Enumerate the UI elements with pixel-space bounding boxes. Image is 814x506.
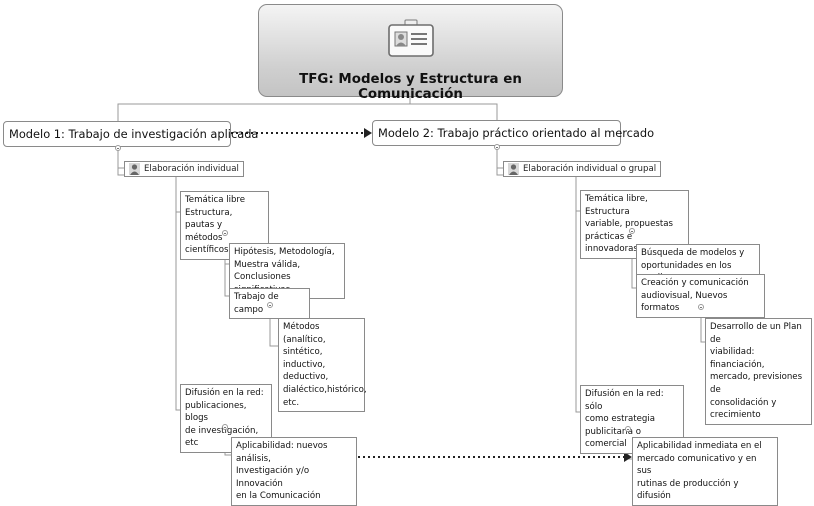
model1-author-node[interactable]: Elaboración individual	[124, 161, 244, 177]
model1-author-label: Elaboración individual	[144, 164, 239, 174]
plan-line-5: crecimiento	[710, 410, 761, 421]
hypothesis-line-1: Hipótesis, Metodología,	[234, 247, 335, 257]
methods-line-5: etc.	[283, 397, 300, 408]
model2-spine-line	[496, 168, 580, 413]
model1-collapse-toggle[interactable]	[115, 145, 121, 151]
fieldwork-node[interactable]: Trabajo de campo	[229, 288, 310, 320]
model2-topic[interactable]: Modelo 2: Trabajo práctico orientado al …	[372, 120, 654, 146]
methods-line-2: sintético, inductivo,	[283, 347, 326, 370]
diffusion1-collapse-toggle[interactable]	[222, 424, 228, 430]
diffusion2-line-2: como estrategia	[585, 414, 656, 425]
plan-node[interactable]: Desarrollo de un Plan de viabilidad: fin…	[705, 318, 812, 425]
apply1-line-1: Aplicabilidad: nuevos análisis,	[236, 441, 328, 464]
model1-applicability-node[interactable]: Aplicabilidad: nuevos análisis, Investig…	[231, 437, 357, 506]
diffusion1-line-1: Difusión en la red:	[185, 388, 264, 398]
apply2-line-1: Aplicabilidad inmediata en el	[637, 441, 762, 451]
fieldwork-collapse-toggle[interactable]	[267, 302, 273, 308]
diffusion1-line-2: publicaciones, blogs	[185, 400, 247, 424]
model2-topic-node[interactable]: Temática libre, Estructura variable, pro…	[580, 190, 689, 259]
model1-title: Modelo 1: Trabajo de investigación aplic…	[9, 127, 259, 141]
topic2-collapse-toggle[interactable]	[629, 228, 635, 234]
person-icon	[129, 163, 140, 175]
plan-line-3: mercado, previsiones de	[710, 372, 803, 395]
hypothesis-line-2: Muestra válida,	[234, 259, 301, 270]
applicability-relation-arrowhead	[624, 452, 632, 462]
creation-collapse-toggle[interactable]	[698, 304, 704, 310]
root-to-model1-line	[117, 97, 411, 123]
model2-topic-line-2: variable, propuestas	[585, 219, 673, 230]
root-topic[interactable]: TFG: Modelos y Estructura en Comunicació…	[258, 4, 563, 102]
model1-spine-line	[117, 168, 180, 411]
diffusion2-line-1: Difusión en la red: sólo	[585, 389, 664, 412]
root-title: TFG: Modelos y Estructura en Comunicació…	[299, 72, 522, 102]
model-relation-arrowhead	[364, 128, 372, 138]
methods-line-1: Métodos (analítico,	[283, 322, 326, 345]
model1-topic[interactable]: Modelo 1: Trabajo de investigación aplic…	[3, 121, 258, 147]
root-to-model2-line	[410, 103, 498, 120]
plan-line-4: consolidación y	[710, 397, 777, 408]
apply2-line-3: rutinas de producción y difusión	[637, 478, 739, 502]
diffusion2-line-3: publicitaria o comercial	[585, 426, 642, 450]
methods-line-3: deductivo,	[283, 372, 329, 383]
diffusion2-collapse-toggle[interactable]	[625, 426, 631, 432]
model2-collapse-toggle[interactable]	[494, 144, 500, 150]
plan-line-1: Desarrollo de un Plan de	[710, 322, 802, 345]
model1-topic-line-2: Estructura, pautas y	[185, 207, 233, 231]
creation-node[interactable]: Creación y comunicación audiovisual, Nue…	[636, 274, 765, 318]
model2-author-node[interactable]: Elaboración individual o grupal	[503, 161, 662, 177]
apply1-line-3: en la Comunicación	[236, 491, 321, 502]
creation-line-1: Creación y comunicación	[641, 278, 749, 288]
person-icon	[508, 163, 519, 175]
model2-title: Modelo 2: Trabajo práctico orientado al …	[378, 126, 655, 140]
apply2-line-2: mercado comunicativo y en sus	[637, 453, 757, 477]
model2-author-label: Elaboración individual o grupal	[523, 164, 657, 174]
model1-topic-line-3: métodos científicos	[185, 232, 229, 256]
search-line-1: Búsqueda de modelos y	[641, 248, 745, 258]
methods-line-4: dialéctico,histórico,	[283, 384, 367, 395]
model2-applicability-node[interactable]: Aplicabilidad inmediata en el mercado co…	[632, 437, 778, 506]
fieldwork-label: Trabajo de campo	[234, 292, 279, 315]
topic1-collapse-toggle[interactable]	[222, 230, 228, 236]
creation-line-2: audiovisual, Nuevos formatos	[641, 290, 728, 314]
methods-node[interactable]: Métodos (analítico, sintético, inductivo…	[278, 318, 367, 413]
id-card-icon	[388, 19, 434, 57]
plan-line-2: viabilidad: financiación,	[710, 347, 765, 370]
model2-topic-line-1: Temática libre, Estructura	[585, 194, 648, 217]
diffusion1-line-3: de investigación, etc	[185, 425, 259, 449]
model1-topic-line-1: Temática libre	[185, 195, 246, 205]
model2-topic-line-3: prácticas e innovadoras	[585, 231, 638, 255]
